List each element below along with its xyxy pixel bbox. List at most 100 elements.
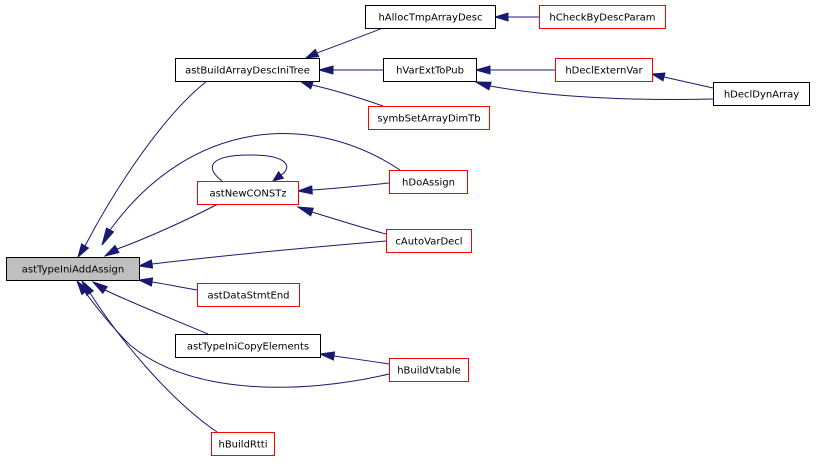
edge-h-do-assign-to-ast-new-constz xyxy=(296,182,390,195)
edge-line xyxy=(84,291,390,388)
edge-line xyxy=(489,85,714,100)
edge-line xyxy=(333,355,390,365)
edge-h-build-vtable-to-ast-type-ini-copy-elements xyxy=(318,351,390,365)
node-ast-type-ini-add-assign: astTypeIniAddAssign xyxy=(6,257,140,281)
edge-arrowhead xyxy=(474,81,492,91)
edge-line xyxy=(104,289,209,335)
node-label: astBuildArrayDescIniTree xyxy=(185,66,310,77)
edge-arrowhead xyxy=(317,65,334,75)
node-box xyxy=(713,82,810,106)
node-box xyxy=(6,257,140,281)
edge-h-do-assign-to-ast-type-ini-add-assign xyxy=(101,133,401,246)
node-label: astNewCONSTz xyxy=(209,189,286,200)
edge-line xyxy=(109,133,401,231)
node-box xyxy=(555,58,653,82)
edges-layer xyxy=(75,12,714,433)
node-h-check-by-desc-param[interactable]: hCheckByDescParam xyxy=(539,5,666,29)
edge-arrowhead xyxy=(650,72,666,82)
edge-h-alloc-tmp-array-desc-to-ast-build-array-desc-ini-tree xyxy=(304,27,384,59)
node-label: astTypeIniCopyElements xyxy=(187,342,309,353)
edge-h-build-rtti-to-ast-type-ini-add-assign xyxy=(80,279,218,433)
node-h-decl-dyn-array[interactable]: hDeclDynArray xyxy=(713,82,810,106)
edge-arrowhead xyxy=(304,48,320,59)
node-box xyxy=(197,283,300,307)
node-label: hAllocTmpArrayDesc xyxy=(378,13,482,24)
edge-arrowhead xyxy=(77,243,90,259)
node-label: astTypeIniAddAssign xyxy=(22,265,124,276)
edge-arrowhead xyxy=(271,170,285,182)
node-box xyxy=(365,5,496,29)
edge-line xyxy=(316,27,384,54)
edge-arrowhead xyxy=(474,65,491,75)
edge-arrowhead xyxy=(296,206,314,217)
edge-ast-new-constz-to-ast-type-ini-add-assign xyxy=(103,203,219,257)
node-label: hDoAssign xyxy=(402,178,455,189)
edge-line xyxy=(89,292,218,433)
node-label: hBuildRtti xyxy=(218,440,267,451)
node-label: hDeclExternVar xyxy=(565,66,643,77)
edge-arrowhead xyxy=(493,12,509,22)
edge-h-decl-extern-var-to-h-var-ext-to-pub xyxy=(474,65,555,75)
node-box xyxy=(383,58,477,82)
edge-c-auto-var-decl-to-ast-type-ini-add-assign xyxy=(137,240,387,269)
node-h-var-ext-to-pub[interactable]: hVarExtToPub xyxy=(383,58,477,82)
node-box xyxy=(368,106,490,130)
node-c-auto-var-decl[interactable]: cAutoVarDecl xyxy=(386,229,472,253)
edge-arrowhead xyxy=(137,277,154,287)
node-box xyxy=(175,58,320,82)
edge-line xyxy=(211,154,288,182)
edge-arrowhead xyxy=(298,80,314,90)
node-box xyxy=(386,229,472,253)
edge-arrowhead xyxy=(101,227,115,246)
node-label: hDeclDynArray xyxy=(724,90,799,101)
edge-ast-type-ini-copy-elements-to-ast-type-ini-add-assign xyxy=(91,280,209,335)
node-box xyxy=(389,358,469,382)
node-h-build-vtable[interactable]: hBuildVtable xyxy=(389,358,469,382)
node-label: hVarExtToPub xyxy=(396,66,464,77)
edge-h-decl-dyn-array-to-h-var-ext-to-pub xyxy=(474,81,714,100)
edge-arrowhead xyxy=(91,280,108,295)
edge-h-decl-dyn-array-to-h-decl-extern-var xyxy=(650,72,714,89)
edge-line xyxy=(151,240,387,265)
nodes-layer: astTypeIniAddAssign astBuildArrayDescIniT… xyxy=(6,5,810,456)
edge-line xyxy=(311,182,390,191)
node-ast-new-constz[interactable]: astNewCONSTz xyxy=(197,181,299,205)
edge-symb-set-array-dim-tb-to-ast-build-array-desc-ini-tree xyxy=(298,80,384,107)
edge-line xyxy=(84,80,208,247)
edge-line xyxy=(311,211,387,235)
edge-arrowhead xyxy=(103,244,120,257)
edge-line xyxy=(663,76,714,89)
edge-arrowhead xyxy=(137,259,154,269)
node-h-build-rtti[interactable]: hBuildRtti xyxy=(211,432,275,456)
node-box xyxy=(175,334,321,358)
edge-ast-build-array-desc-ini-tree-to-ast-type-ini-add-assign xyxy=(77,80,208,259)
edge-arrowhead xyxy=(80,279,95,296)
node-label: symbSetArrayDimTb xyxy=(377,114,480,125)
node-ast-data-stmt-end[interactable]: astDataStmtEnd xyxy=(197,283,300,307)
node-label: hBuildVtable xyxy=(397,366,461,377)
edge-h-check-by-desc-param-to-h-alloc-tmp-array-desc xyxy=(493,12,539,22)
edge-ast-new-constz-to-ast-new-constz xyxy=(211,154,288,182)
node-label: cAutoVarDecl xyxy=(395,237,462,248)
node-box xyxy=(211,432,275,456)
edge-arrowhead xyxy=(296,185,313,195)
edge-ast-data-stmt-end-to-ast-type-ini-add-assign xyxy=(137,277,198,291)
edge-c-auto-var-decl-to-ast-new-constz xyxy=(296,206,387,235)
edge-line xyxy=(151,281,198,291)
node-box xyxy=(389,170,468,194)
node-h-alloc-tmp-array-desc[interactable]: hAllocTmpArrayDesc xyxy=(365,5,496,29)
node-label: astDataStmtEnd xyxy=(207,291,289,302)
node-ast-type-ini-copy-elements[interactable]: astTypeIniCopyElements xyxy=(175,334,321,358)
node-symb-set-array-dim-tb[interactable]: symbSetArrayDimTb xyxy=(368,106,490,130)
node-label: hCheckByDescParam xyxy=(549,13,655,24)
edge-line xyxy=(311,84,384,107)
node-box xyxy=(539,5,666,29)
edge-h-var-ext-to-pub-to-ast-build-array-desc-ini-tree xyxy=(317,65,383,75)
node-h-decl-extern-var[interactable]: hDeclExternVar xyxy=(555,58,653,82)
edge-line xyxy=(116,203,219,250)
node-ast-build-array-desc-ini-tree[interactable]: astBuildArrayDescIniTree xyxy=(175,58,320,82)
node-box xyxy=(197,181,299,205)
node-h-do-assign[interactable]: hDoAssign xyxy=(389,170,468,194)
edge-arrowhead xyxy=(318,351,336,361)
